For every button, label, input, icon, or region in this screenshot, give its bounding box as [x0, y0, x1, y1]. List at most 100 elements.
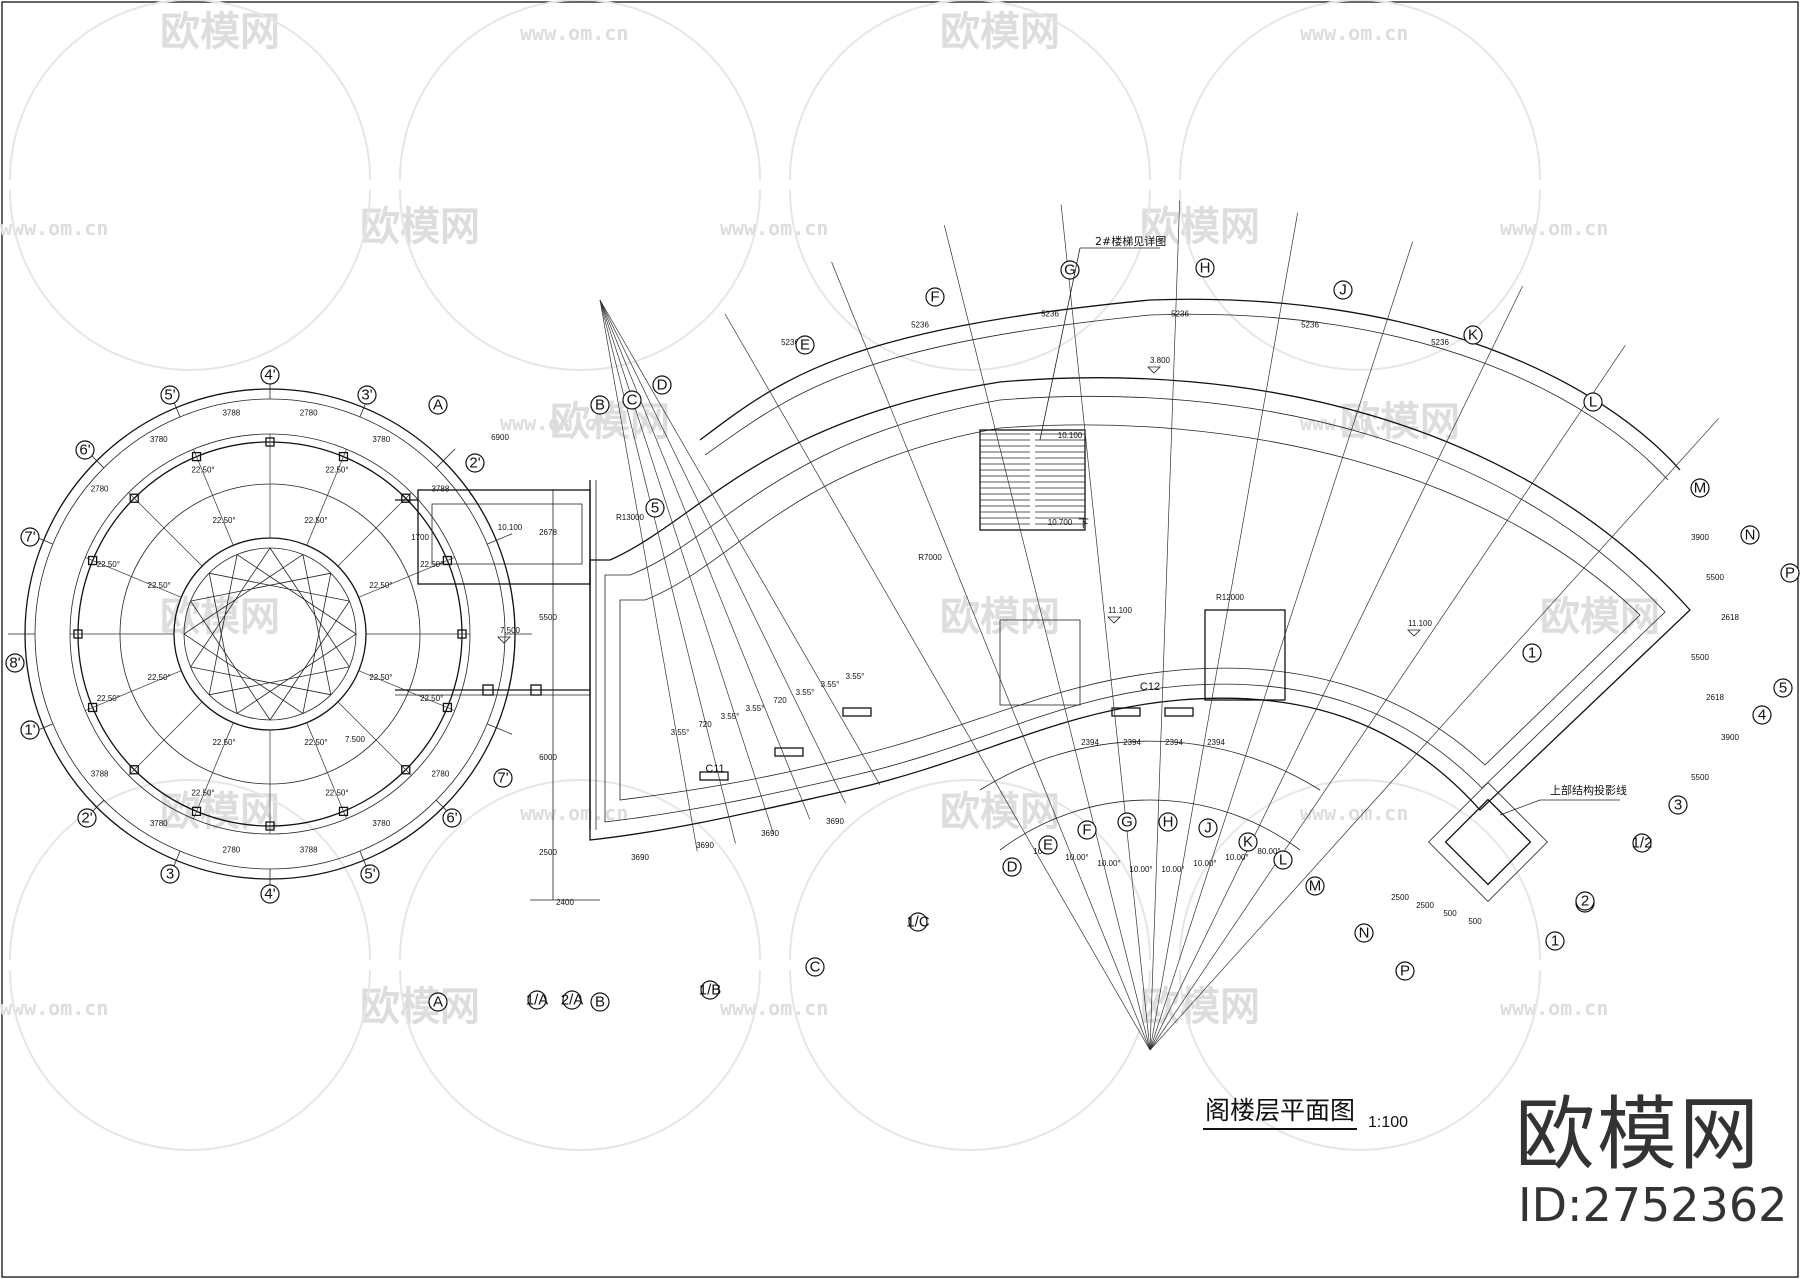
window-dimension: 3.55°: [721, 712, 740, 721]
axis-bubble: 3': [357, 385, 377, 405]
axis-bubble: 4': [260, 884, 280, 904]
axis-bubble: 1/C: [906, 912, 930, 932]
svg-text:3: 3: [166, 866, 174, 883]
watermark-logo: 欧模网: [1140, 984, 1260, 1030]
axis-bubble: N: [1354, 923, 1374, 943]
dimension-annotations: 22.50° 22.50° 22.50° 22.50° 22.50° 22.50° 22.5…: [91, 309, 1740, 926]
axis-bubble: 8': [5, 653, 25, 673]
tower-angle-label: 22.50°: [420, 694, 443, 703]
corner-dimension: 5500: [1691, 653, 1709, 662]
corner-dimension: 3900: [1721, 733, 1739, 742]
elev-right-slab: 11.100: [1408, 619, 1432, 628]
svg-text:A: A: [433, 397, 443, 414]
curved-building: [589, 298, 1691, 902]
tower-angle-label: 22.50°: [369, 581, 392, 590]
ring-dimension: 3780: [372, 819, 390, 828]
axis-bubble: A: [428, 992, 448, 1012]
svg-text:P: P: [1785, 565, 1795, 582]
svg-text:K: K: [1243, 834, 1253, 851]
inner-arc-dimension: 3690: [631, 853, 649, 862]
tower-angle-label: 22.50°: [191, 465, 214, 474]
axis-bubble: 4: [1752, 705, 1772, 725]
circular-tower: [8, 372, 532, 896]
ring-dimension: 3788: [222, 408, 240, 417]
axis-bubble: F: [1077, 820, 1097, 840]
stair-detail-note: 2#楼梯见详图: [1095, 234, 1166, 248]
svg-text:K: K: [1468, 327, 1478, 344]
arc-dimension: 5236: [781, 338, 799, 347]
brand-logo-text: 欧模网: [1515, 1088, 1761, 1181]
svg-text:3': 3': [361, 387, 372, 404]
window-dimension: 720: [698, 720, 712, 729]
axis-bubble: 1/2: [1632, 833, 1653, 853]
ring-dimension: 3780: [372, 435, 390, 444]
bottom-right-dimension: 500: [1468, 917, 1482, 926]
window-dimension: 3.55°: [671, 728, 690, 737]
elev-center-slab: 11.100: [1108, 606, 1132, 615]
small-arc-dimension: 2394: [1207, 738, 1225, 747]
elev-left-small: 10.100: [498, 523, 523, 532]
svg-text:1/2: 1/2: [1632, 835, 1653, 852]
svg-text:6': 6': [446, 810, 457, 827]
axis-bubble: A: [428, 395, 448, 415]
svg-text:6': 6': [79, 442, 90, 459]
svg-text:E: E: [800, 337, 810, 354]
axis-bubble: 4': [260, 365, 280, 385]
ring-dimension: 3780: [150, 435, 168, 444]
axis-bubble: G: [1117, 812, 1137, 832]
watermark-url: www.om.cn: [0, 216, 108, 240]
axis-bubble: 1': [20, 720, 40, 740]
window-dimension: 3.55°: [846, 672, 865, 681]
svg-text:5': 5': [364, 866, 375, 883]
axis-bubble: 2: [1575, 891, 1595, 911]
svg-text:B: B: [595, 994, 605, 1011]
svg-text:1: 1: [1551, 933, 1559, 950]
axis-bubble: 1: [1522, 643, 1542, 663]
axis-bubble: 3: [160, 864, 180, 884]
corner-dimension: 3900: [1691, 533, 1709, 542]
ring-dimension: 2780: [431, 769, 449, 778]
watermark-logo: 欧模网: [360, 204, 480, 250]
corner-dimension: 2618: [1721, 613, 1739, 622]
axis-bubble: 5: [1773, 678, 1793, 698]
watermark-url: www.om.cn: [500, 411, 608, 435]
tower-angle-label: 22.50°: [325, 789, 348, 798]
tower-angle-label: 22.50°: [148, 673, 171, 682]
axis-bubble: 5': [160, 385, 180, 405]
left-rect-dimension: 1700: [411, 533, 429, 542]
fan-angle-label: 10.00°: [1097, 859, 1120, 868]
svg-text:C: C: [810, 959, 821, 976]
bridge-link: [395, 480, 600, 901]
drawing-scale: 1:100: [1368, 1114, 1409, 1131]
left-rect-dimension: 2678: [539, 528, 557, 537]
tower-angle-label: 22.50°: [191, 789, 214, 798]
small-arc-dimension: 2394: [1081, 738, 1099, 747]
radial-gridlines: [599, 200, 1720, 1051]
tower-angle-label: 22.50°: [212, 738, 235, 747]
stair-2-treads: [980, 433, 1085, 525]
label-c12: C12: [1140, 681, 1160, 693]
tower-angle-label: 22.50°: [304, 738, 327, 747]
svg-text:F: F: [930, 289, 939, 306]
svg-text:L: L: [1279, 852, 1287, 869]
window-dimension: 3.55°: [746, 704, 765, 713]
corner-dimension: 5500: [1691, 773, 1709, 782]
fan-angle-label: 80.00°: [1257, 847, 1280, 856]
elev-stair-down: 10.700: [1048, 518, 1073, 527]
watermark-url: www.om.cn: [720, 996, 828, 1020]
svg-text:1/A: 1/A: [526, 992, 549, 1009]
left-rect-dimension: 2400: [556, 898, 574, 907]
inner-arc-dimension: 3690: [761, 829, 779, 838]
axis-bubble: 6': [442, 808, 462, 828]
small-arc-dimension: 2394: [1123, 738, 1141, 747]
axis-bubble: 1/B: [699, 980, 721, 1000]
fan-angle-label: 10.00°: [1065, 853, 1088, 862]
watermark-logo: 欧模网: [940, 789, 1060, 835]
axis-bubble: 2': [77, 808, 97, 828]
watermark-logo: 欧模网: [1140, 204, 1260, 250]
watermark-logo: 欧模网: [1540, 594, 1660, 640]
axis-bubble: 6': [75, 440, 95, 460]
svg-text:4': 4': [264, 367, 275, 384]
axis-bubble: N: [1740, 525, 1760, 545]
